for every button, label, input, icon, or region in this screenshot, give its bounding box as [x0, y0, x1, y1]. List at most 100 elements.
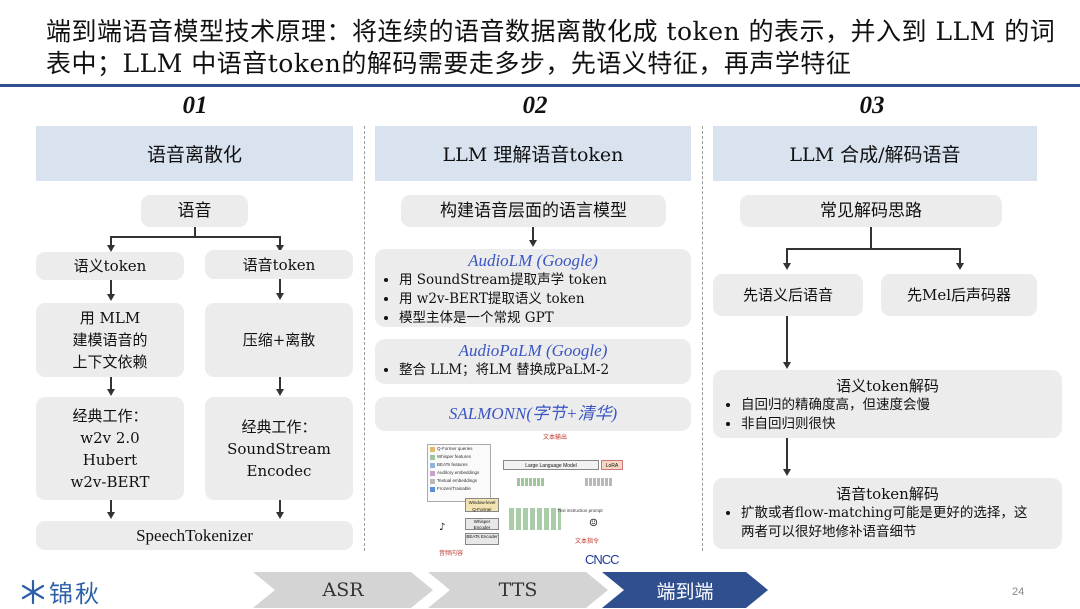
connector — [532, 227, 534, 241]
diagram-qformer-block: Window-level Q-Former — [465, 498, 499, 512]
legend-item: Q-Former queries — [437, 446, 473, 451]
speech-lm-root-box: 构建语音层面的语言模型 — [401, 195, 666, 227]
connector — [279, 236, 281, 246]
connector — [959, 248, 961, 264]
column-number-1: 01 — [182, 92, 208, 119]
arrow-down-icon — [276, 389, 284, 396]
arrow-down-icon — [107, 294, 115, 301]
brand-logo: 锦秋 — [20, 574, 101, 609]
connector — [110, 377, 112, 390]
audiolm-bullets: 用 SoundStream提取声学 token 用 w2v-BERT提取语义 t… — [375, 271, 691, 328]
audio-waveform-icon: ♪ — [439, 522, 446, 533]
diagram-audio-label: 音频内容 — [439, 550, 464, 557]
arrow-down-icon — [107, 512, 115, 519]
semantic-decode-title: 语义token解码 — [836, 377, 939, 395]
connector — [870, 227, 872, 249]
column-number-3: 03 — [859, 92, 885, 119]
speech-decode-bullet: 扩散或者flow-matching可能是更好的选择，这两者可以很好地修补语音细节 — [741, 504, 1032, 542]
page-number: 24 — [1012, 586, 1025, 598]
title-divider — [0, 84, 1080, 87]
diagram-token-strip — [517, 478, 545, 486]
arrow-down-icon — [276, 293, 284, 300]
root-speech-box: 语音 — [141, 195, 248, 227]
legend-item: Textual embeddings — [437, 478, 478, 483]
connector — [786, 248, 788, 264]
speech-decode-card: 语音token解码 扩散或者flow-matching可能是更好的选择，这两者可… — [713, 478, 1062, 549]
column-number-2: 02 — [522, 92, 548, 119]
user-icon: ☺ — [589, 518, 598, 529]
salmonn-card: SALMONN(字节+清华) — [375, 397, 691, 431]
diagram-token-strip — [585, 478, 613, 486]
decode-approach-root-box: 常见解码思路 — [740, 195, 1002, 227]
audiopalm-card: AudioPaLM (Google) 整合 LLM；将LM 替换成PaLM-2 — [375, 339, 691, 384]
audiolm-card: AudioLM (Google) 用 SoundStream提取声学 token… — [375, 249, 691, 327]
compress-process-box: 压缩+离散 — [205, 303, 353, 377]
tab-tts[interactable]: TTS — [428, 572, 608, 608]
speech-decode-bullets: 扩散或者flow-matching可能是更好的选择，这两者可以很好地修补语音细节 — [713, 504, 1062, 542]
semantic-decode-bullets: 自回归的精确度高，但速度会慢 非自回归则很快 — [713, 396, 1062, 434]
audiopalm-bullets: 整合 LLM；将LM 替换成PaLM-2 — [375, 361, 691, 380]
connector — [110, 500, 112, 513]
arrow-down-icon — [783, 469, 791, 476]
arrow-down-icon — [956, 263, 964, 270]
arrow-down-icon — [783, 362, 791, 369]
connector — [110, 236, 112, 246]
classic-work-box-right: 经典工作： SoundStream Encodec — [205, 397, 353, 500]
semantic-decode-card: 语义token解码 自回归的精确度高，但速度会慢 非自回归则很快 — [713, 370, 1062, 438]
snowflake-logo-icon — [21, 579, 45, 604]
connector — [279, 500, 281, 513]
diagram-output-label: 文本输出 — [543, 434, 568, 441]
connector — [786, 316, 788, 363]
connector — [279, 377, 281, 390]
audiopalm-title: AudioPaLM (Google) — [458, 341, 608, 360]
tab-asr[interactable]: ASR — [253, 572, 433, 608]
legend-item: Auditory embeddings — [437, 470, 480, 475]
diagram-text-prompt: Text instruction prompt — [557, 508, 603, 513]
diagram-legend: Q-Former queries Whisper features BEATs … — [427, 444, 491, 502]
classic-work-box-left: 经典工作： w2v 2.0 Hubert w2v-BERT — [36, 397, 184, 500]
arrow-down-icon — [276, 245, 284, 252]
column-header-3: LLM 合成/解码语音 — [713, 126, 1037, 181]
slide-title: 端到端语音模型技术原理：将连续的语音数据离散化成 token 的表示，并入到 L… — [46, 17, 1056, 78]
semantic-token-box: 语义token — [36, 252, 184, 280]
legend-item: Whisper features — [437, 454, 472, 459]
audiolm-bullet: 用 SoundStream提取声学 token — [399, 271, 691, 290]
tab-end-to-end[interactable]: 端到端 — [602, 572, 768, 608]
legend-item: BEATs features — [437, 462, 468, 467]
mlm-process-box: 用 MLM 建模语音的 上下文依赖 — [36, 303, 184, 377]
column-header-2: LLM 理解语音token — [375, 126, 691, 181]
connector — [786, 438, 788, 470]
audiolm-title: AudioLM (Google) — [468, 251, 598, 270]
legend-item: Frozen/Trainable — [437, 486, 471, 491]
column-divider — [364, 126, 365, 551]
acoustic-token-box: 语音token — [205, 250, 353, 279]
semantic-decode-bullet: 非自回归则很快 — [741, 415, 1062, 434]
cncc-logo: CNCC — [585, 552, 620, 567]
semantic-decode-bullet: 自回归的精确度高，但速度会慢 — [741, 396, 1062, 415]
brand-name: 锦秋 — [49, 580, 101, 608]
arrow-down-icon — [107, 389, 115, 396]
mel-first-box: 先Mel后声码器 — [881, 274, 1037, 316]
connector — [786, 248, 960, 250]
arrow-down-icon — [529, 240, 537, 247]
salmonn-architecture-diagram: 文本输出 Q-Former queries Whisper features B… — [425, 432, 637, 562]
audiopalm-bullet: 整合 LLM；将LM 替换成PaLM-2 — [399, 361, 691, 380]
arrow-down-icon — [783, 263, 791, 270]
diagram-instruction-label: 文本指令 — [575, 538, 600, 545]
connector — [194, 227, 196, 237]
arrow-down-icon — [107, 245, 115, 252]
diagram-llm-block: Large Language Model — [503, 460, 599, 470]
diagram-lora-block: LoRA — [601, 460, 623, 470]
diagram-whisper-block: Whisper Encoder — [465, 518, 499, 530]
arrow-down-icon — [276, 512, 284, 519]
diagram-beats-block: BEATs Encoder — [465, 533, 499, 545]
connector — [279, 279, 281, 294]
speech-decode-title: 语音token解码 — [836, 485, 939, 503]
audiolm-bullet: 用 w2v-BERT提取语义 token — [399, 290, 691, 309]
semantic-first-box: 先语义后语音 — [713, 274, 863, 316]
column-divider — [702, 126, 703, 551]
speech-tokenizer-box: SpeechTokenizer — [36, 521, 353, 550]
connector — [110, 280, 112, 295]
connector — [110, 236, 280, 238]
column-header-1: 语音离散化 — [36, 126, 353, 181]
